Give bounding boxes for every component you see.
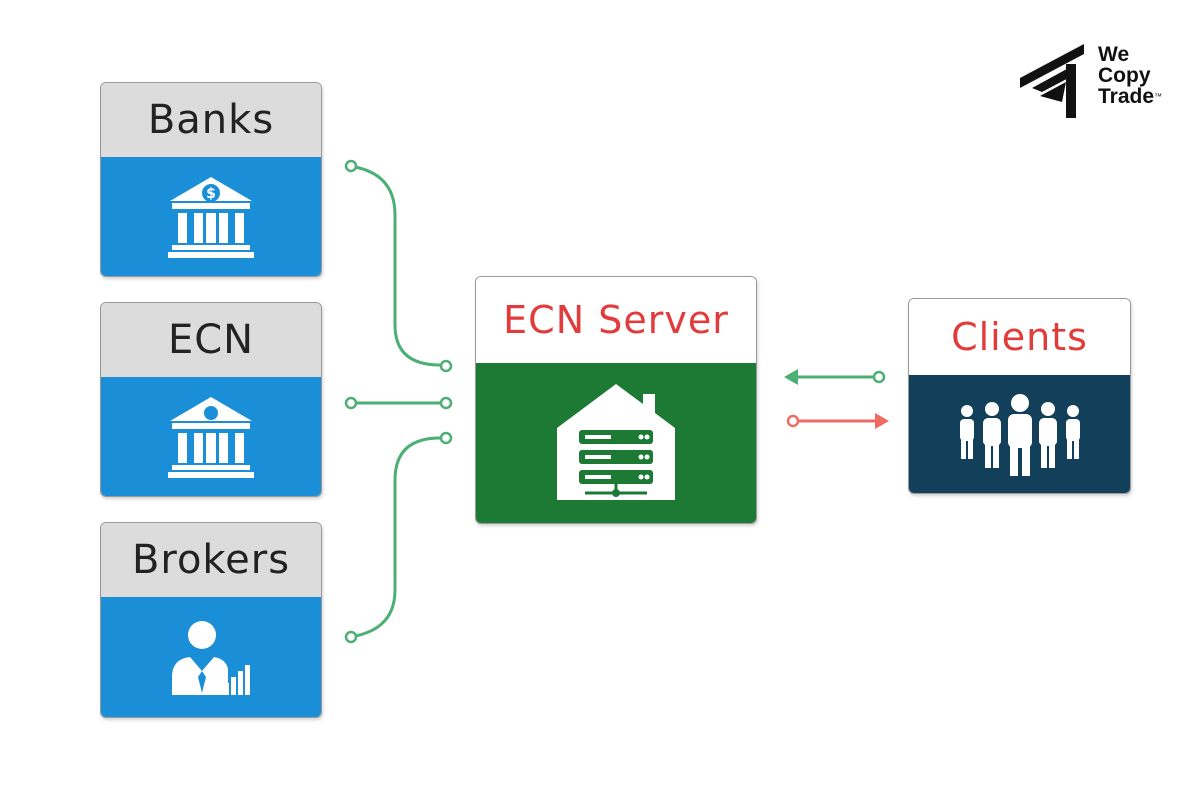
brokers-connector [354,436,441,638]
brokers-card: Brokers [100,522,322,718]
clients-card: Clients [908,298,1131,494]
banks-card: Banks $ [100,82,322,277]
ecn-server-card: ECN Server [475,276,757,524]
logo-line-trade: Trade™ [1098,85,1163,108]
arrow-to-clients [786,413,889,429]
logo-line-we: We [1098,43,1130,66]
people-group-icon [959,394,1080,476]
server-house-icon [557,384,675,500]
banks-connector [354,165,441,367]
clients-title: Clients [909,299,1130,375]
logo-text: We Copy Trade™ [1098,44,1162,107]
ecn-title: ECN [101,303,321,377]
wecopytrade-logo [1020,44,1084,118]
bank-icon [168,396,254,478]
banks-title: Banks [101,83,321,157]
ecn-card: ECN [100,302,322,497]
ecn-server-title: ECN Server [476,277,756,363]
arrow-to-server [784,369,886,385]
broker-chart-icon [172,621,250,695]
brokers-title: Brokers [101,523,321,597]
logo-line-copy: Copy [1098,64,1151,87]
svg-text:$: $ [206,186,216,202]
bank-dollar-icon: $ [168,176,254,258]
